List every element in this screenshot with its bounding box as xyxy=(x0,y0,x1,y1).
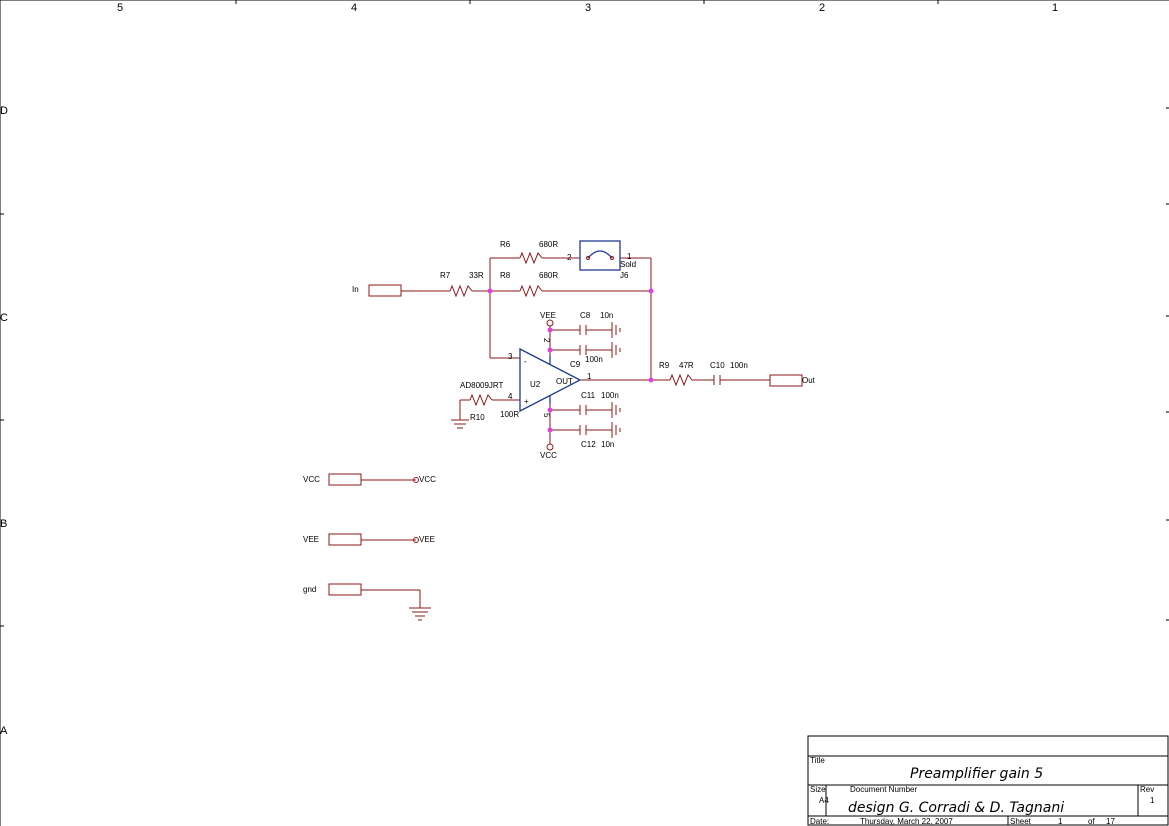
vcc-port xyxy=(328,473,362,486)
r10-value: 100R xyxy=(500,410,519,419)
u2-pin-vneg: 2 xyxy=(542,338,551,343)
resistor-r6 xyxy=(519,251,543,265)
size-label: Size xyxy=(810,785,826,794)
sheet-value: 1 xyxy=(1058,817,1063,826)
vee-net-label: VEE xyxy=(419,535,435,544)
in-port xyxy=(368,284,402,297)
capacitor-c9 xyxy=(579,345,587,355)
vee-net-flag xyxy=(413,537,419,543)
row-label-c: C xyxy=(0,312,8,324)
j6-pin2: 2 xyxy=(567,253,572,262)
c9-value: 100n xyxy=(585,355,603,364)
resistor-r10 xyxy=(469,393,493,407)
vee-power-flag xyxy=(546,319,554,327)
vcc-net-label: VCC xyxy=(419,475,436,484)
capacitor-c8 xyxy=(579,325,587,335)
r8-value: 680R xyxy=(539,271,558,280)
u2-out-label: OUT xyxy=(556,377,573,386)
j6-pin1: 1 xyxy=(627,252,632,261)
size-value: A4 xyxy=(819,796,829,805)
vcc-net-flag xyxy=(413,477,419,483)
docnum-label: Document Number xyxy=(850,785,917,794)
junction-dots xyxy=(487,288,654,433)
u2-pin-vpos: 5 xyxy=(542,413,551,418)
date-value: Thursday, March 22, 2007 xyxy=(860,817,953,826)
capacitor-c10 xyxy=(713,375,721,385)
c10-value: 100n xyxy=(730,361,748,370)
vcc-port-label: VCC xyxy=(303,475,320,484)
ground-symbol-c9 xyxy=(611,342,621,358)
rev-value: 1 xyxy=(1150,796,1155,805)
vcc-power-flag xyxy=(546,443,554,451)
ground-symbol-c11 xyxy=(611,402,621,418)
resistor-r7 xyxy=(449,284,473,298)
gnd-port xyxy=(328,583,362,596)
ground-symbol-c12 xyxy=(611,422,621,438)
rev-label: Rev xyxy=(1140,785,1154,794)
of-value: 17 xyxy=(1106,817,1115,826)
u2-pin-inv: 3 xyxy=(508,352,513,361)
column-label-2: 2 xyxy=(819,2,825,14)
sheet-label: Sheet xyxy=(1010,817,1032,826)
of-label: of xyxy=(1088,817,1095,826)
c12-ref: C12 xyxy=(581,440,596,449)
vee-power-label: VEE xyxy=(540,311,556,320)
vee-port xyxy=(328,533,362,546)
title-value: Preamplifier gain 5 xyxy=(910,766,1043,782)
c10-ref: C10 xyxy=(710,361,725,370)
r7-value: 33R xyxy=(469,271,484,280)
gnd-port-label: gnd xyxy=(303,585,316,594)
opamp-u2 xyxy=(519,347,582,413)
c8-ref: C8 xyxy=(580,311,591,320)
ground-symbol-r10 xyxy=(451,419,469,429)
vee-port-label: VEE xyxy=(303,535,319,544)
vcc-power-label: VCC xyxy=(540,451,557,460)
wires xyxy=(361,257,770,608)
u2-pin-noninv: 4 xyxy=(508,392,513,401)
capacitor-c11 xyxy=(579,405,587,415)
r9-value: 47R xyxy=(679,361,694,370)
r10-ref: R10 xyxy=(470,413,485,422)
r6-ref: R6 xyxy=(500,240,511,249)
in-port-label: In xyxy=(352,285,359,294)
column-label-5: 5 xyxy=(117,2,123,14)
r6-value: 680R xyxy=(539,240,558,249)
out-port xyxy=(769,374,803,387)
column-label-4: 4 xyxy=(351,2,357,14)
capacitor-c12 xyxy=(579,425,587,435)
c11-value: 100n xyxy=(601,391,619,400)
u2-plus-sign: + xyxy=(524,397,529,406)
u2-ref: U2 xyxy=(530,380,541,389)
out-port-label: Out xyxy=(802,376,816,385)
jumper-j6 xyxy=(579,240,621,271)
ground-symbol-gnd xyxy=(409,607,431,621)
c9-ref: C9 xyxy=(570,360,581,369)
c11-ref: C11 xyxy=(581,391,596,400)
column-label-1: 1 xyxy=(1052,2,1058,14)
r7-ref: R7 xyxy=(440,271,451,280)
row-label-b: B xyxy=(0,518,7,530)
resistor-r8 xyxy=(519,284,543,298)
r8-ref: R8 xyxy=(500,271,511,280)
u2-minus-sign: - xyxy=(524,357,527,366)
u2-pin-out: 1 xyxy=(587,372,592,381)
ground-symbol-c8 xyxy=(611,322,621,338)
column-label-3: 3 xyxy=(585,2,591,14)
docnum-value: design G. Corradi & D. Tagnani xyxy=(848,800,1064,816)
date-label: Date: xyxy=(810,817,829,826)
title-label: Title xyxy=(810,756,825,765)
row-label-d: D xyxy=(0,105,8,117)
u2-part: AD8009JRT xyxy=(460,381,504,390)
r9-ref: R9 xyxy=(659,361,670,370)
c8-value: 10n xyxy=(600,311,613,320)
row-label-a: A xyxy=(0,725,8,737)
j6-value: Sold xyxy=(620,260,636,269)
title-block xyxy=(807,735,1169,826)
resistor-r9 xyxy=(669,373,693,387)
j6-ref: J6 xyxy=(620,271,629,280)
c12-value: 10n xyxy=(601,440,614,449)
